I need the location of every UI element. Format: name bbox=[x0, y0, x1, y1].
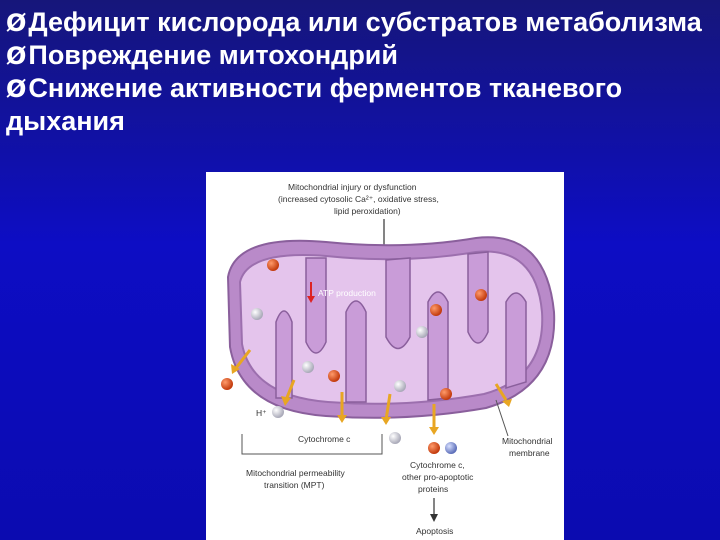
released-protein bbox=[221, 378, 233, 390]
mpt-label-line-2: transition (MPT) bbox=[264, 480, 325, 490]
bullet-oxygen-deficit: ØДефицит кислорода или субстратов метабо… bbox=[6, 7, 702, 37]
membrane-pointer bbox=[495, 399, 509, 437]
mitochondria-figure: Mitochondrial injury or dysfunction (inc… bbox=[206, 172, 564, 540]
cytochrome-c-label: Cytochrome c bbox=[298, 434, 351, 444]
mpt-label-line-1: Mitochondrial permeability bbox=[246, 468, 345, 478]
apoptosis-label: Apoptosis bbox=[416, 526, 453, 536]
cytochrome-c bbox=[394, 380, 406, 392]
injury-label-line-1: Mitochondrial injury or dysfunction bbox=[288, 182, 417, 192]
bullet-mitochondria-damage: ØПовреждение митохондрий bbox=[6, 40, 399, 70]
mpt-bracket bbox=[241, 434, 383, 455]
bullet-arrow-icon: Ø bbox=[6, 75, 27, 103]
h-plus-label: H⁺ bbox=[256, 408, 267, 418]
pro-apoptotic-label-line-2: other pro-apoptotic bbox=[402, 472, 474, 482]
membrane-label-line-1: Mitochondrial bbox=[502, 436, 553, 446]
pro-apoptotic-label-line-1: Cytochrome c, bbox=[410, 460, 465, 470]
released-protein bbox=[445, 442, 457, 454]
bullet-arrow-icon: Ø bbox=[6, 42, 27, 70]
bullet-enzyme-activity: ØСнижение активности ферментов тканевого… bbox=[6, 73, 623, 136]
released-cytochrome-c bbox=[389, 432, 401, 444]
injury-label-line-2: (increased cytosolic Ca²⁺, oxidative str… bbox=[278, 194, 439, 204]
pro-apoptotic-protein bbox=[440, 388, 452, 400]
pro-apoptotic-protein bbox=[475, 289, 487, 301]
cristae bbox=[275, 251, 527, 403]
released-cytochrome-c bbox=[272, 406, 284, 418]
bullet-list: ØДефицит кислорода или субстратов метабо… bbox=[6, 6, 712, 137]
pro-apoptotic-protein bbox=[267, 259, 279, 271]
cytochrome-c bbox=[251, 308, 263, 320]
atp-production-label: ATP production bbox=[318, 288, 376, 298]
membrane-label-line-2: membrane bbox=[509, 448, 550, 458]
cytochrome-c bbox=[416, 326, 428, 338]
mitochondria-diagram: Mitochondrial injury or dysfunction (inc… bbox=[221, 182, 556, 536]
pro-apoptotic-protein bbox=[328, 370, 340, 382]
cytochrome-c bbox=[302, 361, 314, 373]
bullet-arrow-icon: Ø bbox=[6, 9, 27, 37]
release-arrows bbox=[234, 349, 508, 430]
pro-apoptotic-protein bbox=[430, 304, 442, 316]
released-protein bbox=[428, 442, 440, 454]
injury-label-line-3: lipid peroxidation) bbox=[334, 206, 401, 216]
pro-apoptotic-label-line-3: proteins bbox=[418, 484, 448, 494]
